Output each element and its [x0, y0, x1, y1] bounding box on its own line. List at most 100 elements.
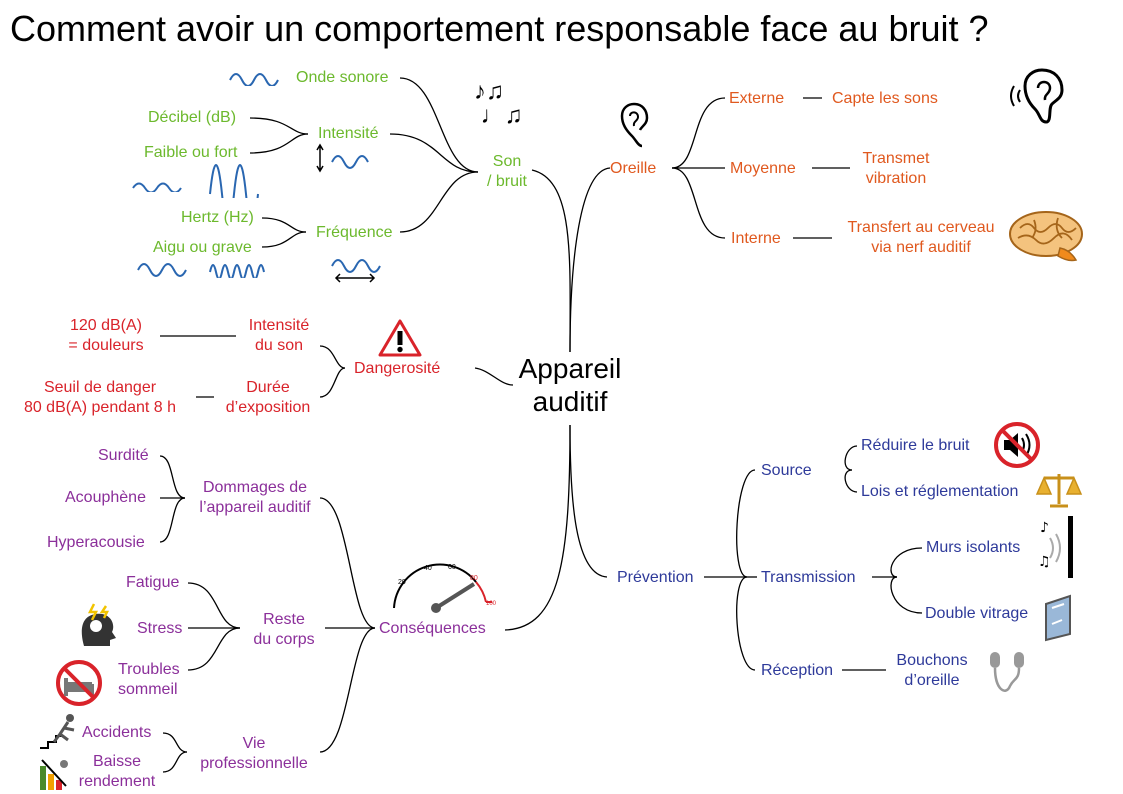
- moyenne-node: Moyenne: [730, 160, 796, 177]
- moyenne-desc-1: Transmet: [862, 150, 930, 167]
- hertz-label: Hertz (Hz): [181, 209, 254, 226]
- fatigue-label: Fatigue: [126, 574, 180, 591]
- reste-corps-1: Reste: [263, 611, 305, 628]
- seuil-danger-1: Seuil de danger: [43, 379, 157, 396]
- faible-fort-label: Faible ou fort: [144, 144, 238, 161]
- vie-pro-1: Vie: [242, 735, 266, 752]
- stress-label: Stress: [137, 620, 183, 637]
- double-glazing-icon: [1045, 594, 1071, 642]
- troubles-sommeil-label: Troubles sommeil: [118, 660, 180, 700]
- decline-chart-icon: [40, 759, 68, 790]
- transmission-node: Transmission: [761, 569, 856, 586]
- seuil-danger-2: 80 dB(A) pendant 8 h: [23, 399, 177, 416]
- music-note-glyph: ♪: [1040, 520, 1049, 536]
- baisse-rendement-2: rendement: [78, 773, 156, 790]
- douleur-value-2: = douleurs: [68, 337, 144, 354]
- vie-pro-node: Vie professionnelle: [192, 734, 316, 774]
- reste-corps-2: du corps: [253, 631, 315, 648]
- baisse-rendement-1: Baisse: [92, 753, 142, 770]
- intensite-son-node: Intensité du son: [236, 316, 322, 356]
- high-frequency-wave-icon: [209, 264, 265, 278]
- reception-node: Réception: [761, 662, 834, 679]
- son-label-1: Son: [492, 153, 522, 170]
- gauge-tick-60: 60: [448, 564, 456, 571]
- insulating-wall-icon: ♪♫: [1038, 516, 1073, 578]
- interne-desc: Transfert au cerveau via nerf auditif: [836, 218, 1006, 258]
- douleur-value: 120 dB(A) = douleurs: [54, 316, 158, 356]
- mute-speaker-icon: [994, 422, 1040, 468]
- onde-sonore: Onde sonore: [296, 69, 389, 86]
- fall-accident-icon: [40, 714, 75, 749]
- bouchons-label: Bouchons d’oreille: [888, 651, 976, 691]
- son-node: Son / bruit: [478, 152, 536, 192]
- stressed-head-icon: [81, 603, 116, 646]
- bouchons-2: d’oreille: [904, 672, 960, 689]
- aigu-grave-label: Aigu ou grave: [153, 239, 252, 256]
- acouphene-label: Acouphène: [65, 489, 146, 506]
- gauge-tick-100: 100: [486, 601, 497, 607]
- music-note-glyph-2: ♫: [1038, 554, 1051, 570]
- baisse-rendement-label: Baisse rendement: [72, 752, 162, 792]
- troubles-sommeil-1: Troubles: [118, 661, 180, 678]
- oreille-node: Oreille: [610, 160, 657, 177]
- strong-wave-icon: [209, 164, 259, 198]
- brain-icon: [1009, 211, 1083, 262]
- decibel-label: Décibel (dB): [148, 109, 237, 126]
- scales-justice-icon: [1035, 474, 1083, 508]
- page-title: Comment avoir un comportement responsabl…: [10, 8, 989, 49]
- low-frequency-wave-icon: [137, 263, 187, 277]
- weak-wave-icon: [132, 182, 182, 192]
- warning-icon: [378, 319, 422, 357]
- prevention-node: Prévention: [617, 569, 694, 586]
- sound-level-gauge-icon: 20 40 60 80 100: [393, 563, 497, 613]
- troubles-sommeil-2: sommeil: [118, 681, 178, 698]
- interne-desc-2: via nerf auditif: [871, 239, 971, 256]
- music-notes-icon: ♪♫ ♩♫: [474, 78, 523, 129]
- intensite-node: Intensité: [318, 125, 379, 142]
- dommages-2: l’appareil auditif: [199, 499, 311, 516]
- frequence-node: Fréquence: [316, 224, 393, 241]
- moyenne-desc-2: vibration: [865, 170, 927, 187]
- lois-label: Lois et réglementation: [861, 483, 1019, 500]
- center-line-1: Appareil: [518, 353, 622, 384]
- gauge-tick-20: 20: [398, 579, 406, 586]
- duree-exposition-node: Durée d’exposition: [216, 378, 320, 418]
- hyperacousie-label: Hyperacousie: [47, 534, 145, 551]
- douleur-value-1: 120 dB(A): [69, 317, 143, 334]
- ear-icon: [620, 102, 649, 148]
- interne-node: Interne: [731, 230, 781, 247]
- surdite-label: Surdité: [98, 447, 149, 464]
- bouchons-1: Bouchons: [896, 652, 968, 669]
- sound-wave-icon: [229, 73, 279, 86]
- intensite-son-1: Intensité: [248, 317, 310, 334]
- intensite-son-2: du son: [254, 337, 304, 354]
- intensity-wave-icon: [316, 143, 369, 173]
- frequency-wave-icon: [331, 259, 381, 283]
- dommages-node: Dommages de l’appareil auditif: [188, 478, 322, 518]
- murs-isolants-label: Murs isolants: [926, 539, 1021, 556]
- duree-exposition-2: d’exposition: [225, 399, 311, 416]
- reste-corps-node: Reste du corps: [244, 610, 324, 650]
- accidents-label: Accidents: [82, 724, 152, 741]
- dommages-1: Dommages de: [202, 479, 308, 496]
- externe-desc: Capte les sons: [832, 90, 938, 107]
- dangerosite-node: Dangerosité: [354, 360, 441, 377]
- moyenne-desc: Transmet vibration: [856, 149, 936, 189]
- no-sleep-icon: [56, 660, 102, 706]
- vie-pro-2: professionnelle: [200, 755, 308, 772]
- ear-listening-icon: [1010, 68, 1064, 124]
- gauge-tick-80: 80: [470, 575, 478, 582]
- consequences-node: Conséquences: [379, 620, 486, 637]
- seuil-danger-value: Seuil de danger 80 dB(A) pendant 8 h: [14, 378, 186, 418]
- center-topic: Appareil auditif: [505, 352, 635, 418]
- earplugs-icon: [990, 652, 1024, 692]
- center-line-2: auditif: [532, 386, 608, 417]
- externe-node: Externe: [729, 90, 785, 107]
- son-label-2: / bruit: [486, 173, 527, 190]
- duree-exposition-1: Durée: [246, 379, 290, 396]
- reduire-bruit-label: Réduire le bruit: [861, 437, 970, 454]
- source-node: Source: [761, 462, 812, 479]
- gauge-tick-40: 40: [424, 565, 432, 572]
